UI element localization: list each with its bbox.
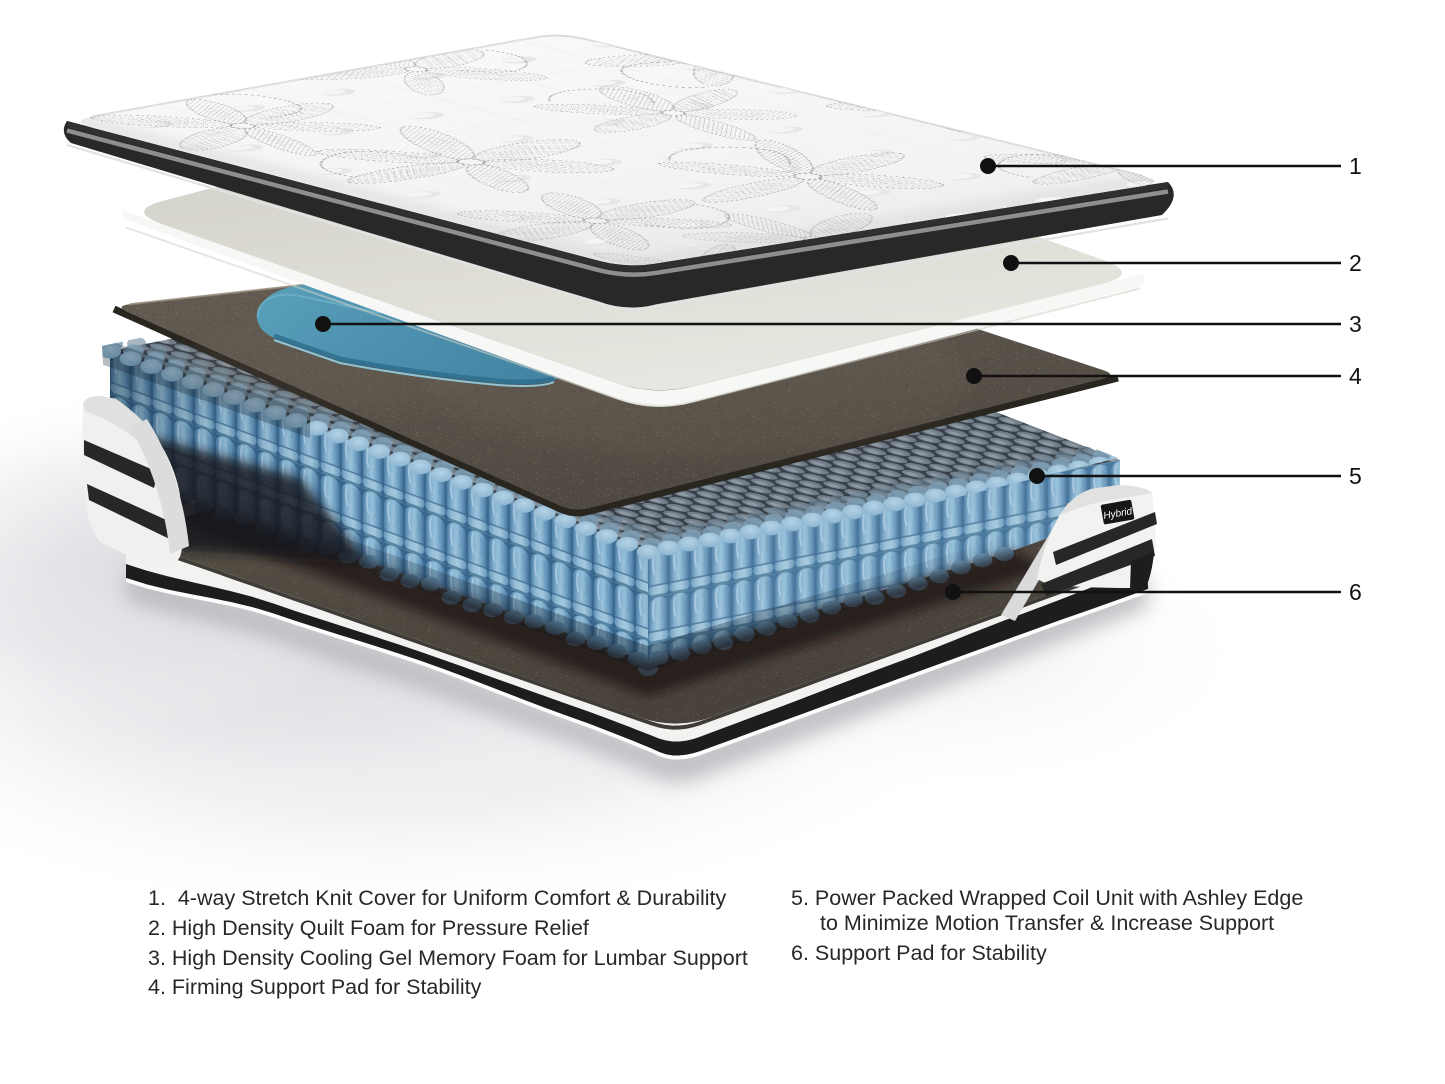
svg-text:5. Power Packed Wrapped Coil U: 5. Power Packed Wrapped Coil Unit with A… xyxy=(791,886,1303,910)
svg-text:1: 1 xyxy=(1349,153,1362,179)
svg-text:4: 4 xyxy=(1349,363,1362,389)
svg-text:3. High Density Cooling Gel Me: 3. High Density Cooling Gel Memory Foam … xyxy=(148,946,748,970)
svg-text:6: 6 xyxy=(1349,579,1362,605)
svg-text:4. Firming Support Pad for Sta: 4. Firming Support Pad for Stability xyxy=(148,975,482,999)
svg-text:2: 2 xyxy=(1349,250,1362,276)
svg-text:2. High Density Quilt Foam for: 2. High Density Quilt Foam for Pressure … xyxy=(148,916,589,940)
svg-text:3: 3 xyxy=(1349,311,1362,337)
svg-text:1. 4-way Stretch Knit Cover f: 1. 4-way Stretch Knit Cover for Uniform … xyxy=(148,886,727,910)
svg-text:Hybrid: Hybrid xyxy=(1103,506,1134,522)
svg-text:6. Support Pad for Stability: 6. Support Pad for Stability xyxy=(791,941,1047,965)
svg-text:to Minimize Motion Transfer &: to Minimize Motion Transfer & Increase S… xyxy=(820,911,1274,935)
svg-text:5: 5 xyxy=(1349,463,1362,489)
